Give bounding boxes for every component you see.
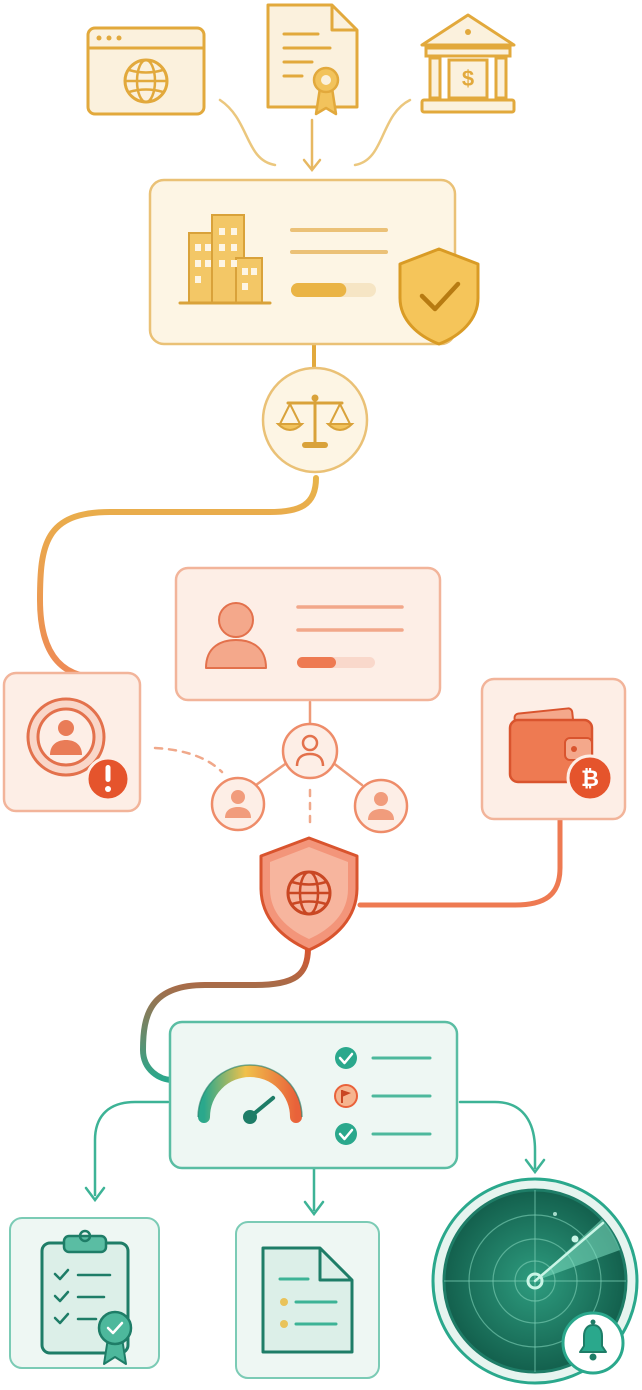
user-circle-icon: [26, 697, 106, 777]
alert-exclamation-icon: [85, 756, 131, 802]
status-checklist: [334, 1047, 432, 1145]
connector-alert-network-dashed: [153, 746, 224, 774]
connector-dashboard-radar-arrow: [524, 1158, 546, 1175]
connector-bank: [353, 98, 412, 167]
shield-check-icon: [398, 247, 480, 346]
globe-shield-icon: [259, 836, 359, 952]
gauge-icon: [197, 1064, 303, 1124]
user-icon: [205, 602, 267, 669]
buildings-icon: [178, 214, 272, 305]
connector-dashboard-clipboard-arrow: [84, 1186, 106, 1203]
network-edge-right: [330, 760, 364, 787]
connector-certificate-arrow: [302, 158, 322, 173]
text-lines: [296, 605, 404, 632]
connector-dashboard-radar: [458, 1100, 537, 1170]
user-node-icon: [353, 778, 409, 834]
compliance-report-card: [9, 1217, 160, 1369]
audit-document-card: [235, 1221, 380, 1379]
bank-icon: $: [420, 13, 516, 114]
check-icon: [335, 1047, 357, 1069]
flagged-user-card: [2, 671, 142, 813]
profile-progress-bar: [297, 657, 375, 668]
website-icon: [86, 26, 206, 116]
customer-profile-card: [174, 566, 442, 702]
connector-scale-alert: [36, 475, 319, 678]
check-icon: [335, 1123, 357, 1145]
entity-verification-card: [148, 178, 480, 346]
connector-dashboard-document-arrow: [303, 1200, 325, 1217]
entity-network: [210, 722, 409, 834]
connector-wallet-shield: [357, 817, 563, 908]
svg-text:$: $: [462, 66, 474, 91]
radar-monitor: [431, 1177, 639, 1385]
crypto-wallet-card: ₿: [480, 677, 627, 821]
connector-website: [218, 98, 277, 167]
bitcoin-icon: ₿: [566, 754, 614, 802]
text-lines: [290, 228, 388, 254]
connectors: [36, 98, 563, 1217]
connector-shield-dashboard: [139, 945, 311, 1083]
verification-progress-bar: [291, 283, 376, 297]
balance-scale-icon: [261, 366, 369, 474]
radar-bell-icon: [444, 1190, 626, 1375]
network-edge-left: [254, 760, 290, 787]
svg-text:₿: ₿: [581, 766, 599, 791]
document-list-icon: [261, 1246, 354, 1354]
clipboard-certified-icon: [40, 1229, 133, 1365]
risk-dashboard-card: [168, 1020, 459, 1170]
flag-icon: [334, 1084, 358, 1108]
user-node-icon: [281, 722, 339, 780]
user-node-icon: [210, 776, 266, 832]
connector-dashboard-clipboard: [93, 1100, 170, 1197]
certificate-document-icon: [266, 3, 359, 116]
